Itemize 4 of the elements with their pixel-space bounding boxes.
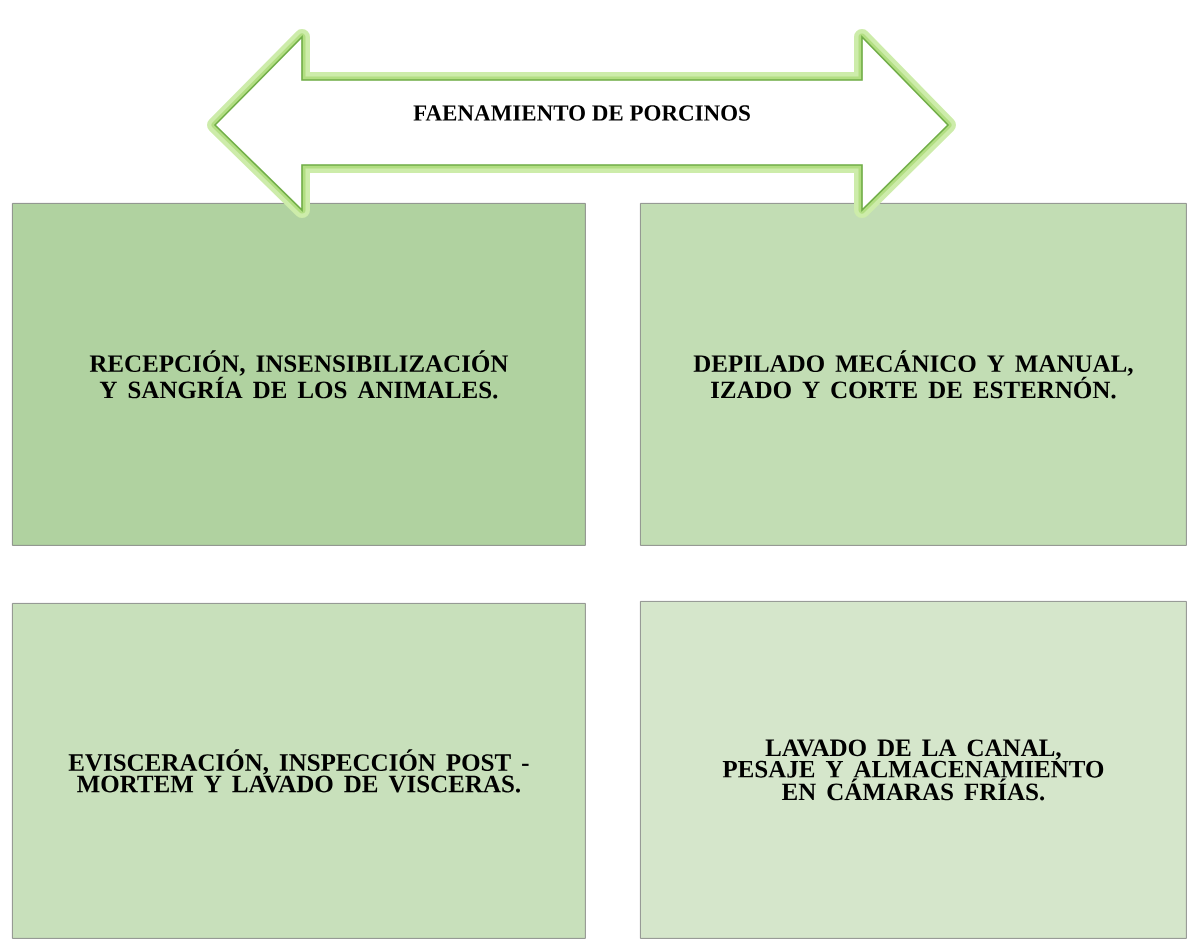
- step-box: RECEPCIÓN, INSENSIBILIZACIÓN Y SANGRÍA DE LOS ANIMALES.: [12, 203, 586, 546]
- step-box: DEPILADO MECÁNICO Y MANUAL, IZADO Y CORTE DE ESTERNÓN.: [640, 203, 1187, 546]
- step-box: EVISCERACIÓN, INSPECCIÓN POST - MORTEM Y LAVADO DE VISCERAS.: [12, 603, 586, 939]
- step-box: LAVADO DE LA CANAL, PESAJE Y ALMACENAMIENTO EN CÁMARAS FRÍAS.: [640, 601, 1187, 939]
